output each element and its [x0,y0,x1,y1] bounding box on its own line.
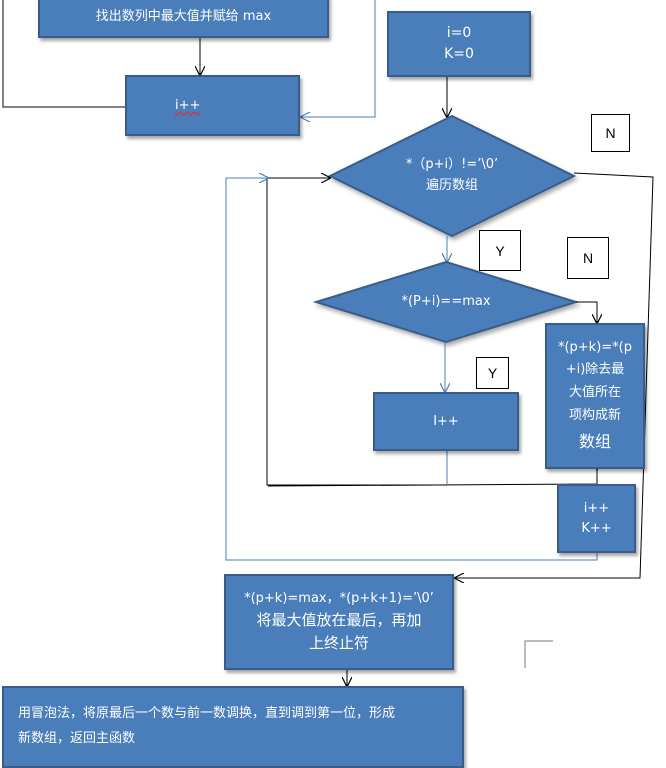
max-decision-text: *(P+i)==max [346,290,546,314]
max-condition-text: *(P+i)==max [401,293,491,309]
max-decision [312,260,580,344]
connector-loop-no [455,172,654,578]
i-increment-top-box: i++ [125,75,300,136]
init-i-text: i=0 [446,25,472,41]
final-line-3: 上终止符 [308,634,369,653]
connector-blue-return [301,0,376,117]
bubble-line-1: 用冒泡法，将原最后一个数与前一数调换，直到调到第一位，形成 [18,706,396,722]
loop-description-text: 遍历数组 [425,178,478,193]
i-increment-top-text: i++ [175,97,201,113]
connector-outer-loop [225,178,598,561]
init-box: i=0 K=0 [387,11,531,77]
final-line-2: 将最大值放在最后，再加 [256,610,422,629]
increment-k-text: K++ [581,520,612,536]
increment-i-text: i++ [583,501,610,516]
connector-loop-left [2,0,127,108]
label-y-loop: Y [479,230,521,271]
increment-ik-box: i++ K++ [557,484,636,553]
label-y-max: Y [476,357,509,389]
assign-line-5: 数组 [578,431,611,451]
find-max-text: 找出数列中最大值并赋给 max [95,9,272,25]
assign-box: *(p+k)=*(p +i)除去最 大值所在 项构成新 数组 [545,323,645,469]
label-n-top: N [591,114,630,152]
assign-line-3: 大值所在 [568,385,621,400]
label-n-max: N [567,237,609,279]
connector-assign-back [267,469,597,487]
assign-line-1: *(p+k)=*(p [557,339,633,355]
i-increment-mid-text: I++ [433,413,459,429]
init-k-text: K=0 [444,46,474,62]
find-max-box: 找出数列中最大值并赋给 max [38,0,329,38]
corner-mark [524,640,553,668]
bubble-box: 用冒泡法，将原最后一个数与前一数调换，直到调到第一位，形成 新数组，返回主函数 [2,686,464,768]
final-line-1: *(p+k)=max，*(p+k+1)=’\0’ [244,590,434,606]
assign-line-4: 项构成新 [568,407,621,423]
connector-max-no [576,301,597,323]
final-assign-box: *(p+k)=max，*(p+k+1)=’\0’ 将最大值放在最后，再加 上终止… [224,574,454,670]
loop-condition-text: *（p+i）!=’\0’ [405,157,499,173]
loop-decision [327,114,577,238]
assign-line-2: +i)除去最 [565,362,625,378]
loop-decision-text: *（p+i）!=’\0’ 遍历数组 [360,150,544,202]
i-increment-mid-box: I++ [373,392,519,451]
bubble-line-2: 新数组，返回主函数 [18,731,136,746]
